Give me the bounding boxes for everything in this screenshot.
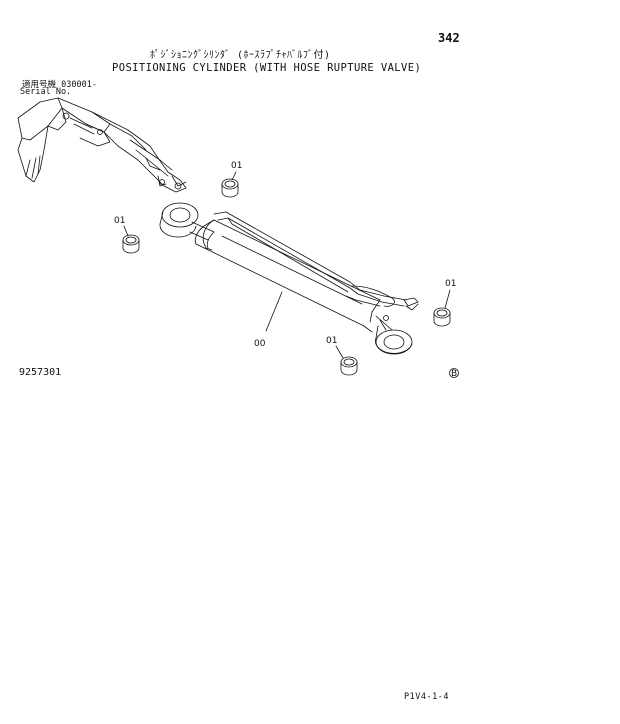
bushing-01-bottom	[340, 356, 358, 376]
bushing-01-right	[433, 307, 451, 327]
bushing-01-top	[221, 178, 239, 198]
page-title: POSITIONING CYLINDER (WITH HOSE RUPTURE …	[112, 62, 422, 74]
bushing-01-left	[122, 234, 140, 254]
serial-label-english: Serial No.	[20, 87, 72, 97]
serial-range: 030001-	[61, 80, 97, 90]
callout-01-left: 01	[114, 216, 125, 226]
drawing-id: 9257301	[19, 367, 62, 378]
callout-01-right: 01	[445, 279, 456, 289]
callout-01-top: 01	[231, 161, 242, 171]
page-number: 342	[438, 31, 460, 45]
reference-marker-letter: B	[451, 369, 457, 379]
footer-code: P1V4-1-4	[404, 692, 449, 702]
excavator-location-sketch	[17, 97, 187, 193]
callout-01-bottom: 01	[326, 336, 337, 346]
serial-label-japanese: 適用号機	[22, 80, 57, 90]
positioning-cylinder	[159, 202, 419, 355]
reference-marker-symbol	[449, 368, 459, 378]
callout-00: 00	[254, 339, 266, 349]
page-title-japanese: ﾎﾟｼﾞｼｮﾆﾝｸﾞｼﾘﾝﾀﾞ (ﾎｰｽﾗﾌﾟﾁｬﾊﾞﾙﾌﾞ付)	[150, 50, 331, 61]
serial-label: 適用号機 030001-	[22, 78, 97, 90]
